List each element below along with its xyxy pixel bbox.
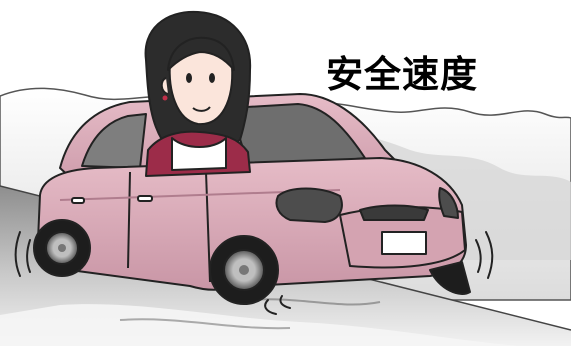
woman-driver xyxy=(144,10,252,177)
wheel-motion-lines xyxy=(14,231,494,315)
pink-compact-car xyxy=(33,93,471,305)
caption-text: 安全速度 xyxy=(326,53,478,96)
